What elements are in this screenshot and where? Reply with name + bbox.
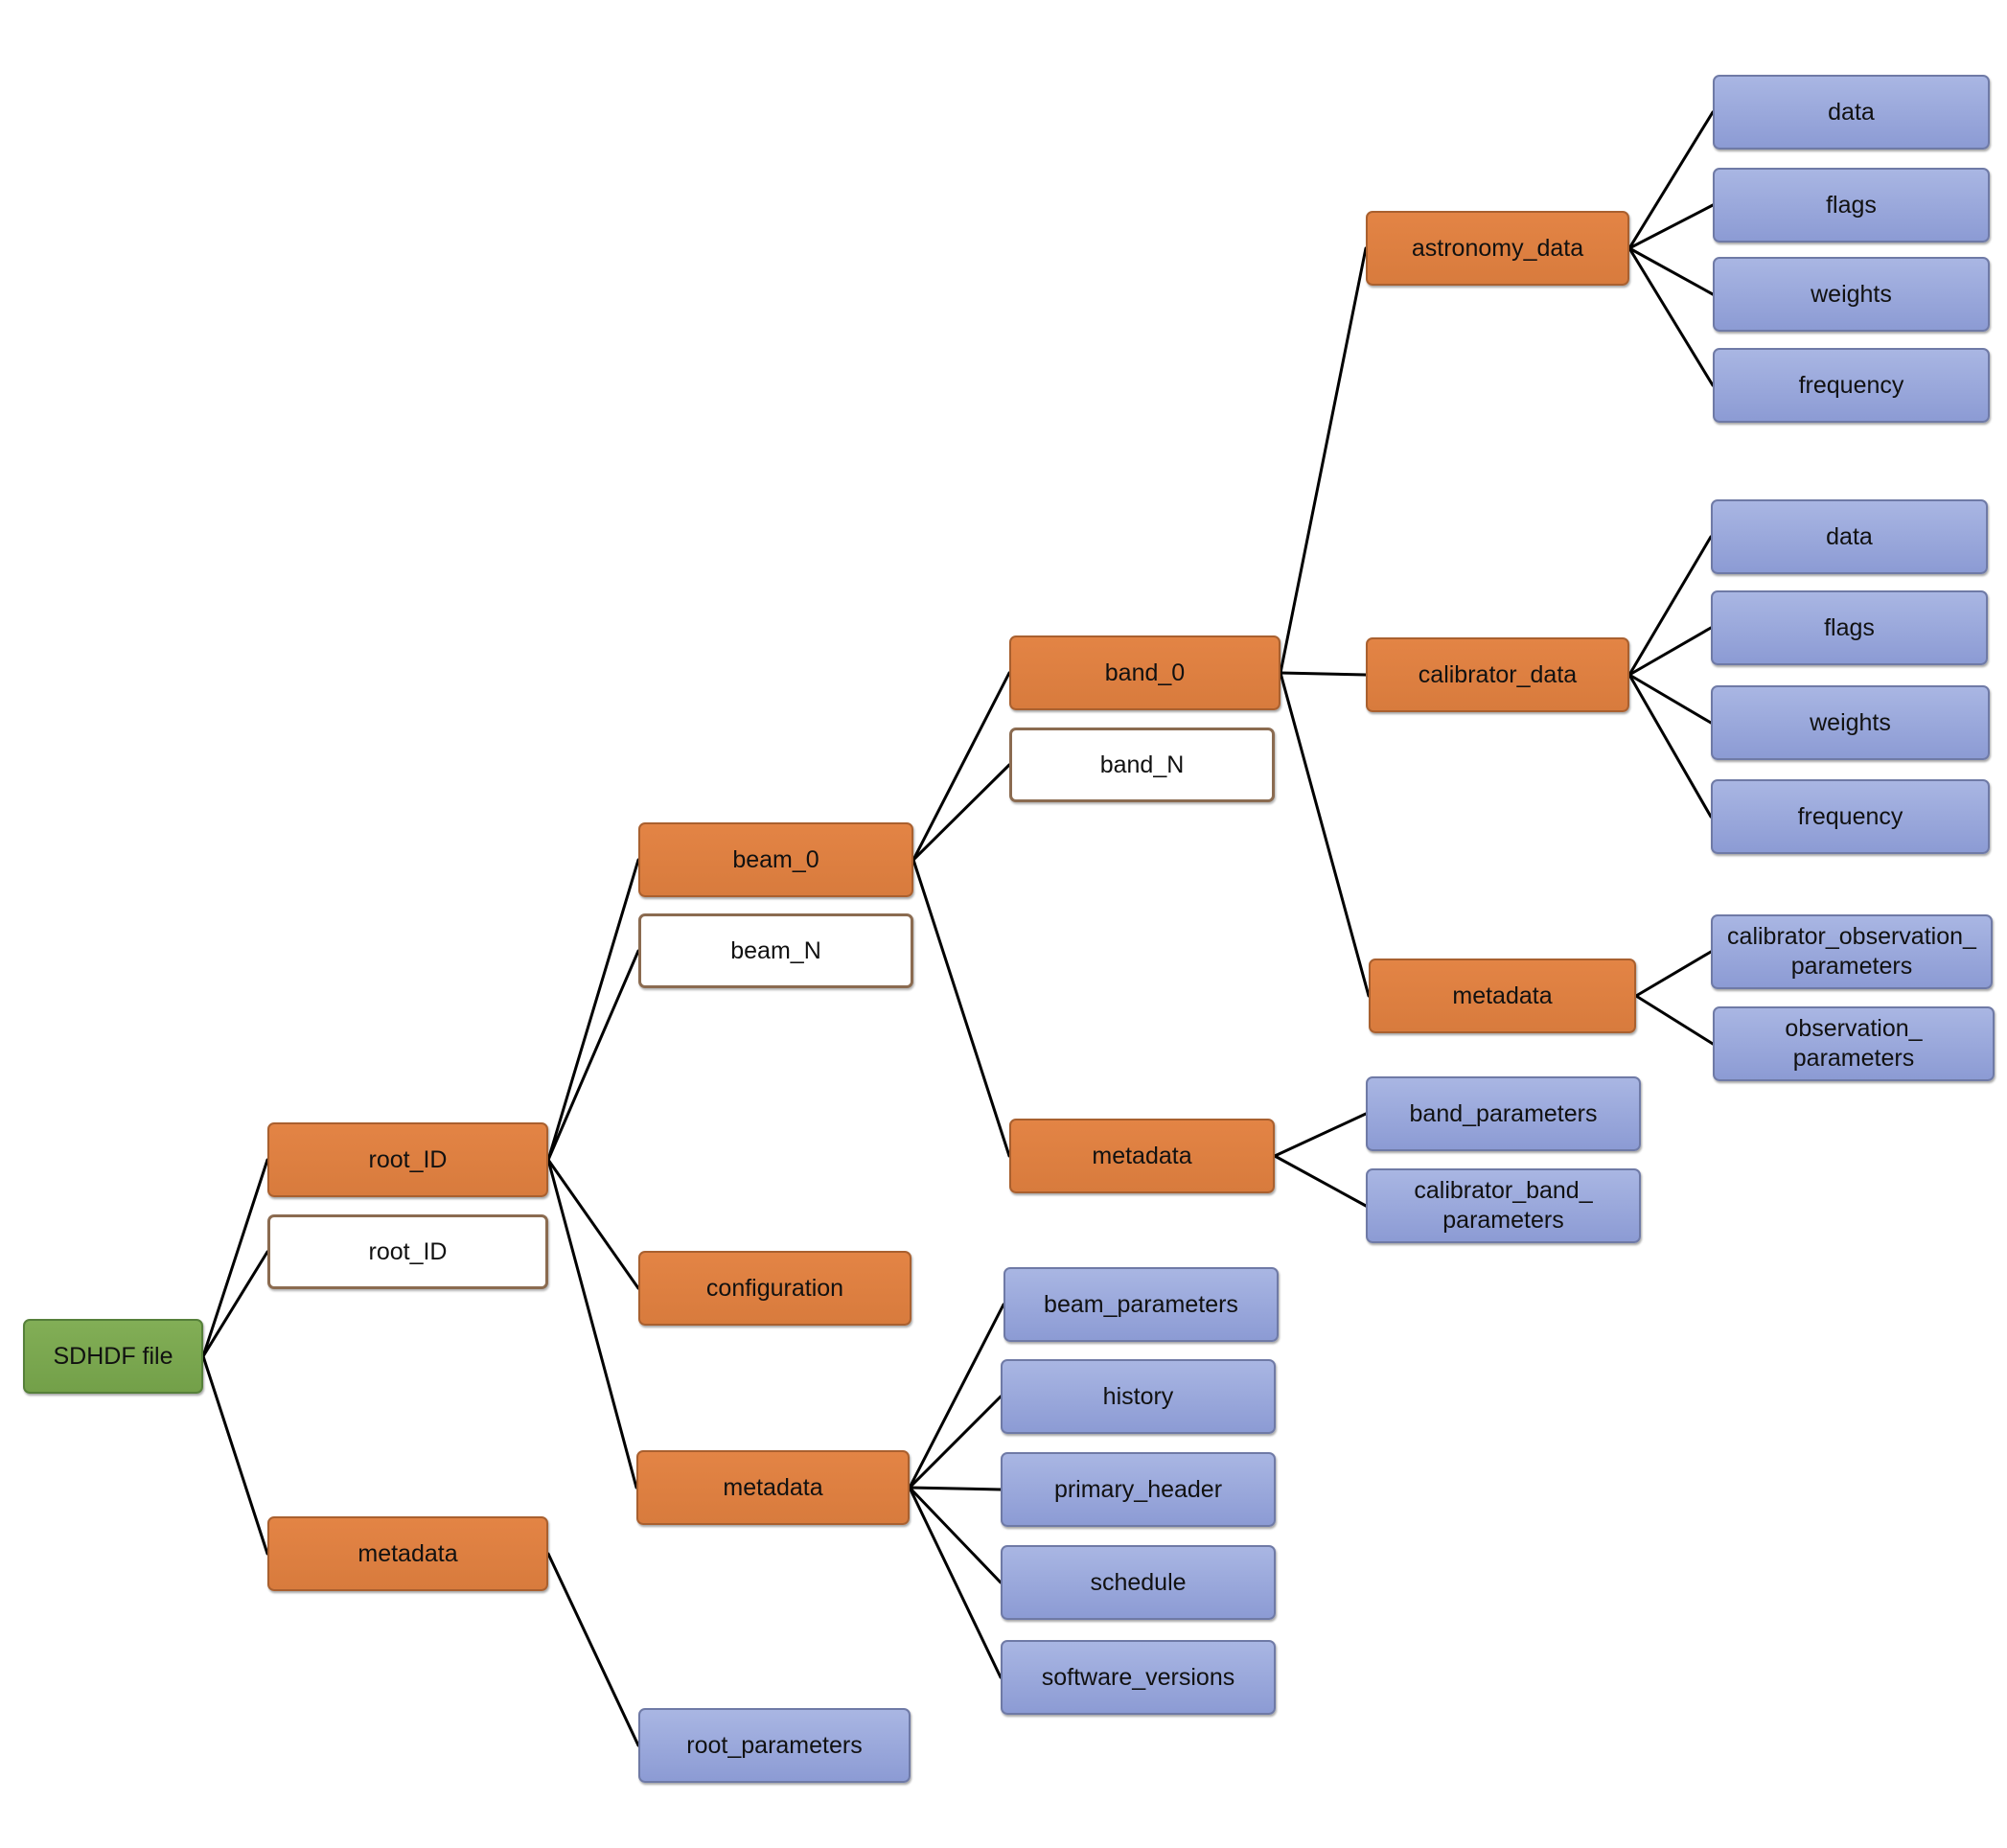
edge-rootid-metadata-to-beam-parameters	[908, 1303, 1005, 1490]
edge-band-0-to-astronomy-data	[1279, 246, 1368, 675]
node-astro-flags: flags	[1713, 168, 1990, 243]
node-band-metadata: metadata	[1369, 959, 1636, 1033]
edge-root-id-to-beam-0	[546, 858, 640, 1162]
node-astro-frequency: frequency	[1713, 348, 1990, 423]
edge-astronomy-data-to-astro-weights	[1627, 246, 1715, 296]
edge-root-id-to-beam-n	[546, 949, 640, 1162]
node-label: calibrator_observation_ parameters	[1727, 923, 1976, 980]
node-root-metadata: metadata	[267, 1516, 548, 1591]
node-cal-frequency: frequency	[1711, 779, 1990, 854]
node-beam-0: beam_0	[638, 822, 913, 897]
edge-beam-0-to-band-0	[911, 671, 1011, 862]
node-label: band_0	[1104, 658, 1186, 686]
node-root-id-n: root_ID	[267, 1214, 548, 1289]
edge-band-metadata-to-calibrator-observation-parameters	[1634, 950, 1713, 998]
node-root-parameters: root_parameters	[638, 1708, 911, 1783]
node-label: software_versions	[1041, 1663, 1235, 1691]
edge-calibrator-data-to-cal-data	[1627, 535, 1713, 677]
node-label: primary_header	[1053, 1475, 1223, 1503]
node-calibrator-observation-parameters: calibrator_observation_ parameters	[1711, 914, 1993, 989]
node-label: weights	[1811, 280, 1892, 308]
node-label: beam_parameters	[1044, 1290, 1238, 1318]
node-label: metadata	[723, 1473, 823, 1501]
edge-rootid-metadata-to-history	[908, 1395, 1003, 1490]
node-band-parameters: band_parameters	[1366, 1076, 1641, 1151]
node-label: metadata	[1452, 982, 1553, 1009]
node-astro-weights: weights	[1713, 257, 1990, 332]
edge-band-0-to-band-metadata	[1279, 671, 1371, 998]
node-label: root_ID	[368, 1237, 448, 1265]
node-label: beam_N	[730, 936, 821, 964]
edge-beam-0-to-band-n	[911, 763, 1011, 862]
node-beam-n: beam_N	[638, 913, 913, 988]
node-label: metadata	[1092, 1142, 1192, 1169]
node-label: data	[1828, 98, 1875, 126]
edge-sdhdf-file-to-root-id-n	[201, 1250, 269, 1358]
node-root-id: root_ID	[267, 1122, 548, 1197]
node-label: root_ID	[368, 1145, 448, 1173]
node-label: calibrator_band_ parameters	[1414, 1177, 1593, 1234]
node-software-versions: software_versions	[1001, 1640, 1276, 1715]
node-label: configuration	[705, 1274, 844, 1302]
edge-calibrator-data-to-cal-frequency	[1627, 673, 1713, 819]
node-label: root_parameters	[686, 1731, 863, 1759]
edge-rootid-metadata-to-software-versions	[908, 1486, 1003, 1679]
node-beam-metadata: metadata	[1009, 1119, 1275, 1193]
node-primary-header: primary_header	[1001, 1452, 1276, 1527]
node-label: flags	[1824, 613, 1875, 641]
node-label: observation_ parameters	[1785, 1015, 1923, 1072]
node-label: band_parameters	[1409, 1099, 1598, 1127]
edge-band-metadata-to-observation-parameters	[1634, 994, 1715, 1046]
node-cal-data: data	[1711, 499, 1988, 574]
node-label: frequency	[1798, 371, 1904, 399]
node-label: history	[1102, 1382, 1174, 1410]
node-band-n: band_N	[1009, 728, 1275, 802]
node-rootid-metadata: metadata	[636, 1450, 910, 1525]
edge-beam-0-to-beam-metadata	[911, 858, 1011, 1158]
edge-calibrator-data-to-cal-weights	[1627, 673, 1713, 725]
node-label: flags	[1826, 191, 1877, 219]
node-label: astronomy_data	[1411, 234, 1584, 262]
node-observation-parameters: observation_ parameters	[1713, 1006, 1995, 1081]
edge-band-0-to-calibrator-data	[1279, 671, 1368, 677]
node-astro-data: data	[1713, 75, 1990, 150]
node-label: schedule	[1090, 1568, 1187, 1596]
node-label: band_N	[1099, 751, 1185, 778]
node-calibrator-band-parameters: calibrator_band_ parameters	[1366, 1168, 1641, 1243]
node-beam-parameters: beam_parameters	[1004, 1267, 1279, 1342]
node-label: calibrator_data	[1418, 660, 1578, 688]
edge-root-id-to-configuration	[546, 1158, 640, 1290]
node-cal-flags: flags	[1711, 590, 1988, 665]
edge-sdhdf-file-to-root-metadata	[201, 1354, 269, 1556]
node-label: beam_0	[732, 845, 819, 873]
edge-rootid-metadata-to-primary-header	[908, 1486, 1003, 1491]
node-label: data	[1826, 522, 1873, 550]
edge-rootid-metadata-to-schedule	[908, 1486, 1003, 1584]
node-label: SDHDF file	[53, 1342, 173, 1370]
node-schedule: schedule	[1001, 1545, 1276, 1620]
edge-sdhdf-file-to-root-id	[201, 1158, 269, 1358]
node-label: weights	[1810, 708, 1891, 736]
node-astronomy-data: astronomy_data	[1366, 211, 1629, 286]
edge-calibrator-data-to-cal-flags	[1627, 626, 1713, 677]
edge-root-metadata-to-root-parameters	[546, 1552, 640, 1747]
edge-astronomy-data-to-astro-flags	[1627, 203, 1715, 250]
node-calibrator-data: calibrator_data	[1366, 637, 1629, 712]
edge-astronomy-data-to-astro-frequency	[1627, 246, 1715, 387]
edge-astronomy-data-to-astro-data	[1627, 110, 1715, 250]
edge-beam-metadata-to-calibrator-band-parameters	[1273, 1154, 1368, 1208]
node-history: history	[1001, 1359, 1276, 1434]
node-label: metadata	[358, 1539, 458, 1567]
edge-beam-metadata-to-band-parameters	[1273, 1112, 1368, 1158]
node-cal-weights: weights	[1711, 685, 1990, 760]
node-label: frequency	[1797, 802, 1903, 830]
node-band-0: band_0	[1009, 635, 1280, 710]
node-sdhdf-file: SDHDF file	[23, 1319, 203, 1394]
edge-root-id-to-rootid-metadata	[546, 1158, 638, 1490]
node-configuration: configuration	[638, 1251, 911, 1326]
